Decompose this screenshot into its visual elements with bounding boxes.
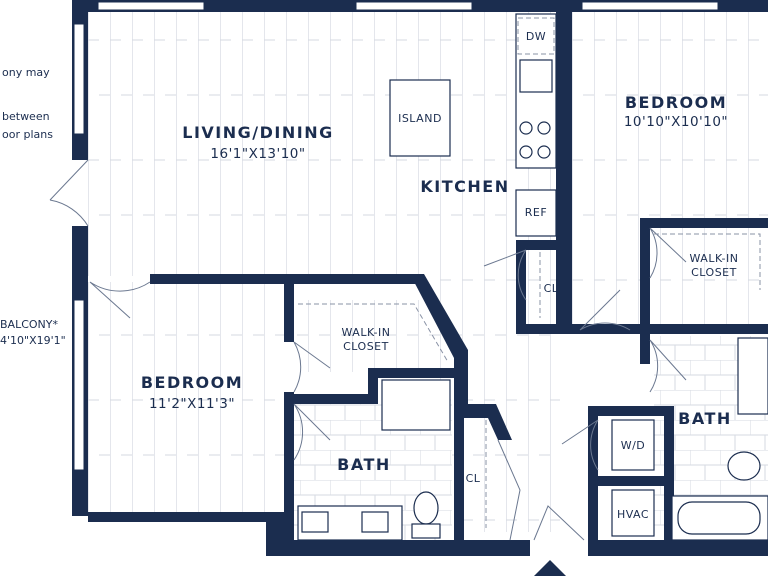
label-cl-kitchen: CL	[544, 282, 559, 295]
doors	[49, 159, 687, 541]
label-living-dining: LIVING/DINING	[182, 123, 333, 142]
label-bath-right: BATH	[678, 409, 732, 428]
closet-shelves	[298, 233, 761, 528]
label-bedroom-right-dim: 10'10"X10'10"	[624, 114, 728, 130]
kitchen-sink	[519, 59, 553, 93]
label-walkin-right-2: CLOSET	[691, 266, 737, 279]
cooktop-burner	[537, 121, 551, 135]
toilet-left-tank	[411, 523, 441, 539]
vanity-right	[737, 337, 768, 415]
label-walkin-left-1: WALK-IN	[342, 326, 391, 339]
label-bath-left: BATH	[337, 455, 391, 474]
label-living-dining-dim: 16'1"X13'10"	[210, 146, 305, 162]
refrigerator	[515, 189, 557, 237]
balcony-note-line-3: oor plans	[2, 128, 53, 141]
cooktop-burner	[537, 145, 551, 159]
walkin-right-floor	[650, 226, 768, 324]
label-kitchen: KITCHEN	[420, 177, 509, 196]
cooktop-burner	[519, 145, 533, 159]
label-walkin-right-1: WALK-IN	[690, 252, 739, 265]
label-hvac: HVAC	[617, 508, 649, 521]
label-dw: DW	[526, 30, 546, 43]
fixtures	[297, 13, 768, 541]
hvac-unit	[611, 489, 655, 537]
label-island: ISLAND	[398, 112, 442, 125]
washer-dryer	[611, 419, 655, 471]
cooktop-burner	[519, 121, 533, 135]
label-cl-hall: CL	[466, 472, 481, 485]
toilet-right	[727, 451, 761, 481]
bathtub-right-inner	[677, 501, 761, 535]
label-walkin-left-2: CLOSET	[343, 340, 389, 353]
room-labels: LIVING/DINING 16'1"X13'10" ISLAND KITCHE…	[0, 30, 738, 521]
label-bedroom-right: BEDROOM	[625, 93, 727, 112]
label-wd: W/D	[621, 439, 646, 452]
label-bedroom-left-dim: 11'2"X11'3"	[149, 396, 235, 412]
balcony-note-line-2: between	[2, 110, 50, 123]
dishwasher	[517, 17, 555, 55]
windows	[73, 1, 719, 471]
balcony-note-line-1: ony may	[2, 66, 50, 79]
label-balcony: BALCONY*	[0, 318, 58, 331]
bedroom-left-floor	[88, 282, 286, 512]
shower-left	[381, 379, 451, 431]
label-ref: REF	[525, 206, 547, 219]
label-balcony-dim: 4'10"X19'1"	[0, 334, 66, 347]
sink-left	[361, 511, 389, 533]
toilet-left	[413, 491, 439, 525]
label-bedroom-left: BEDROOM	[141, 373, 243, 392]
sink-left	[301, 511, 329, 533]
island-counter	[389, 79, 451, 157]
